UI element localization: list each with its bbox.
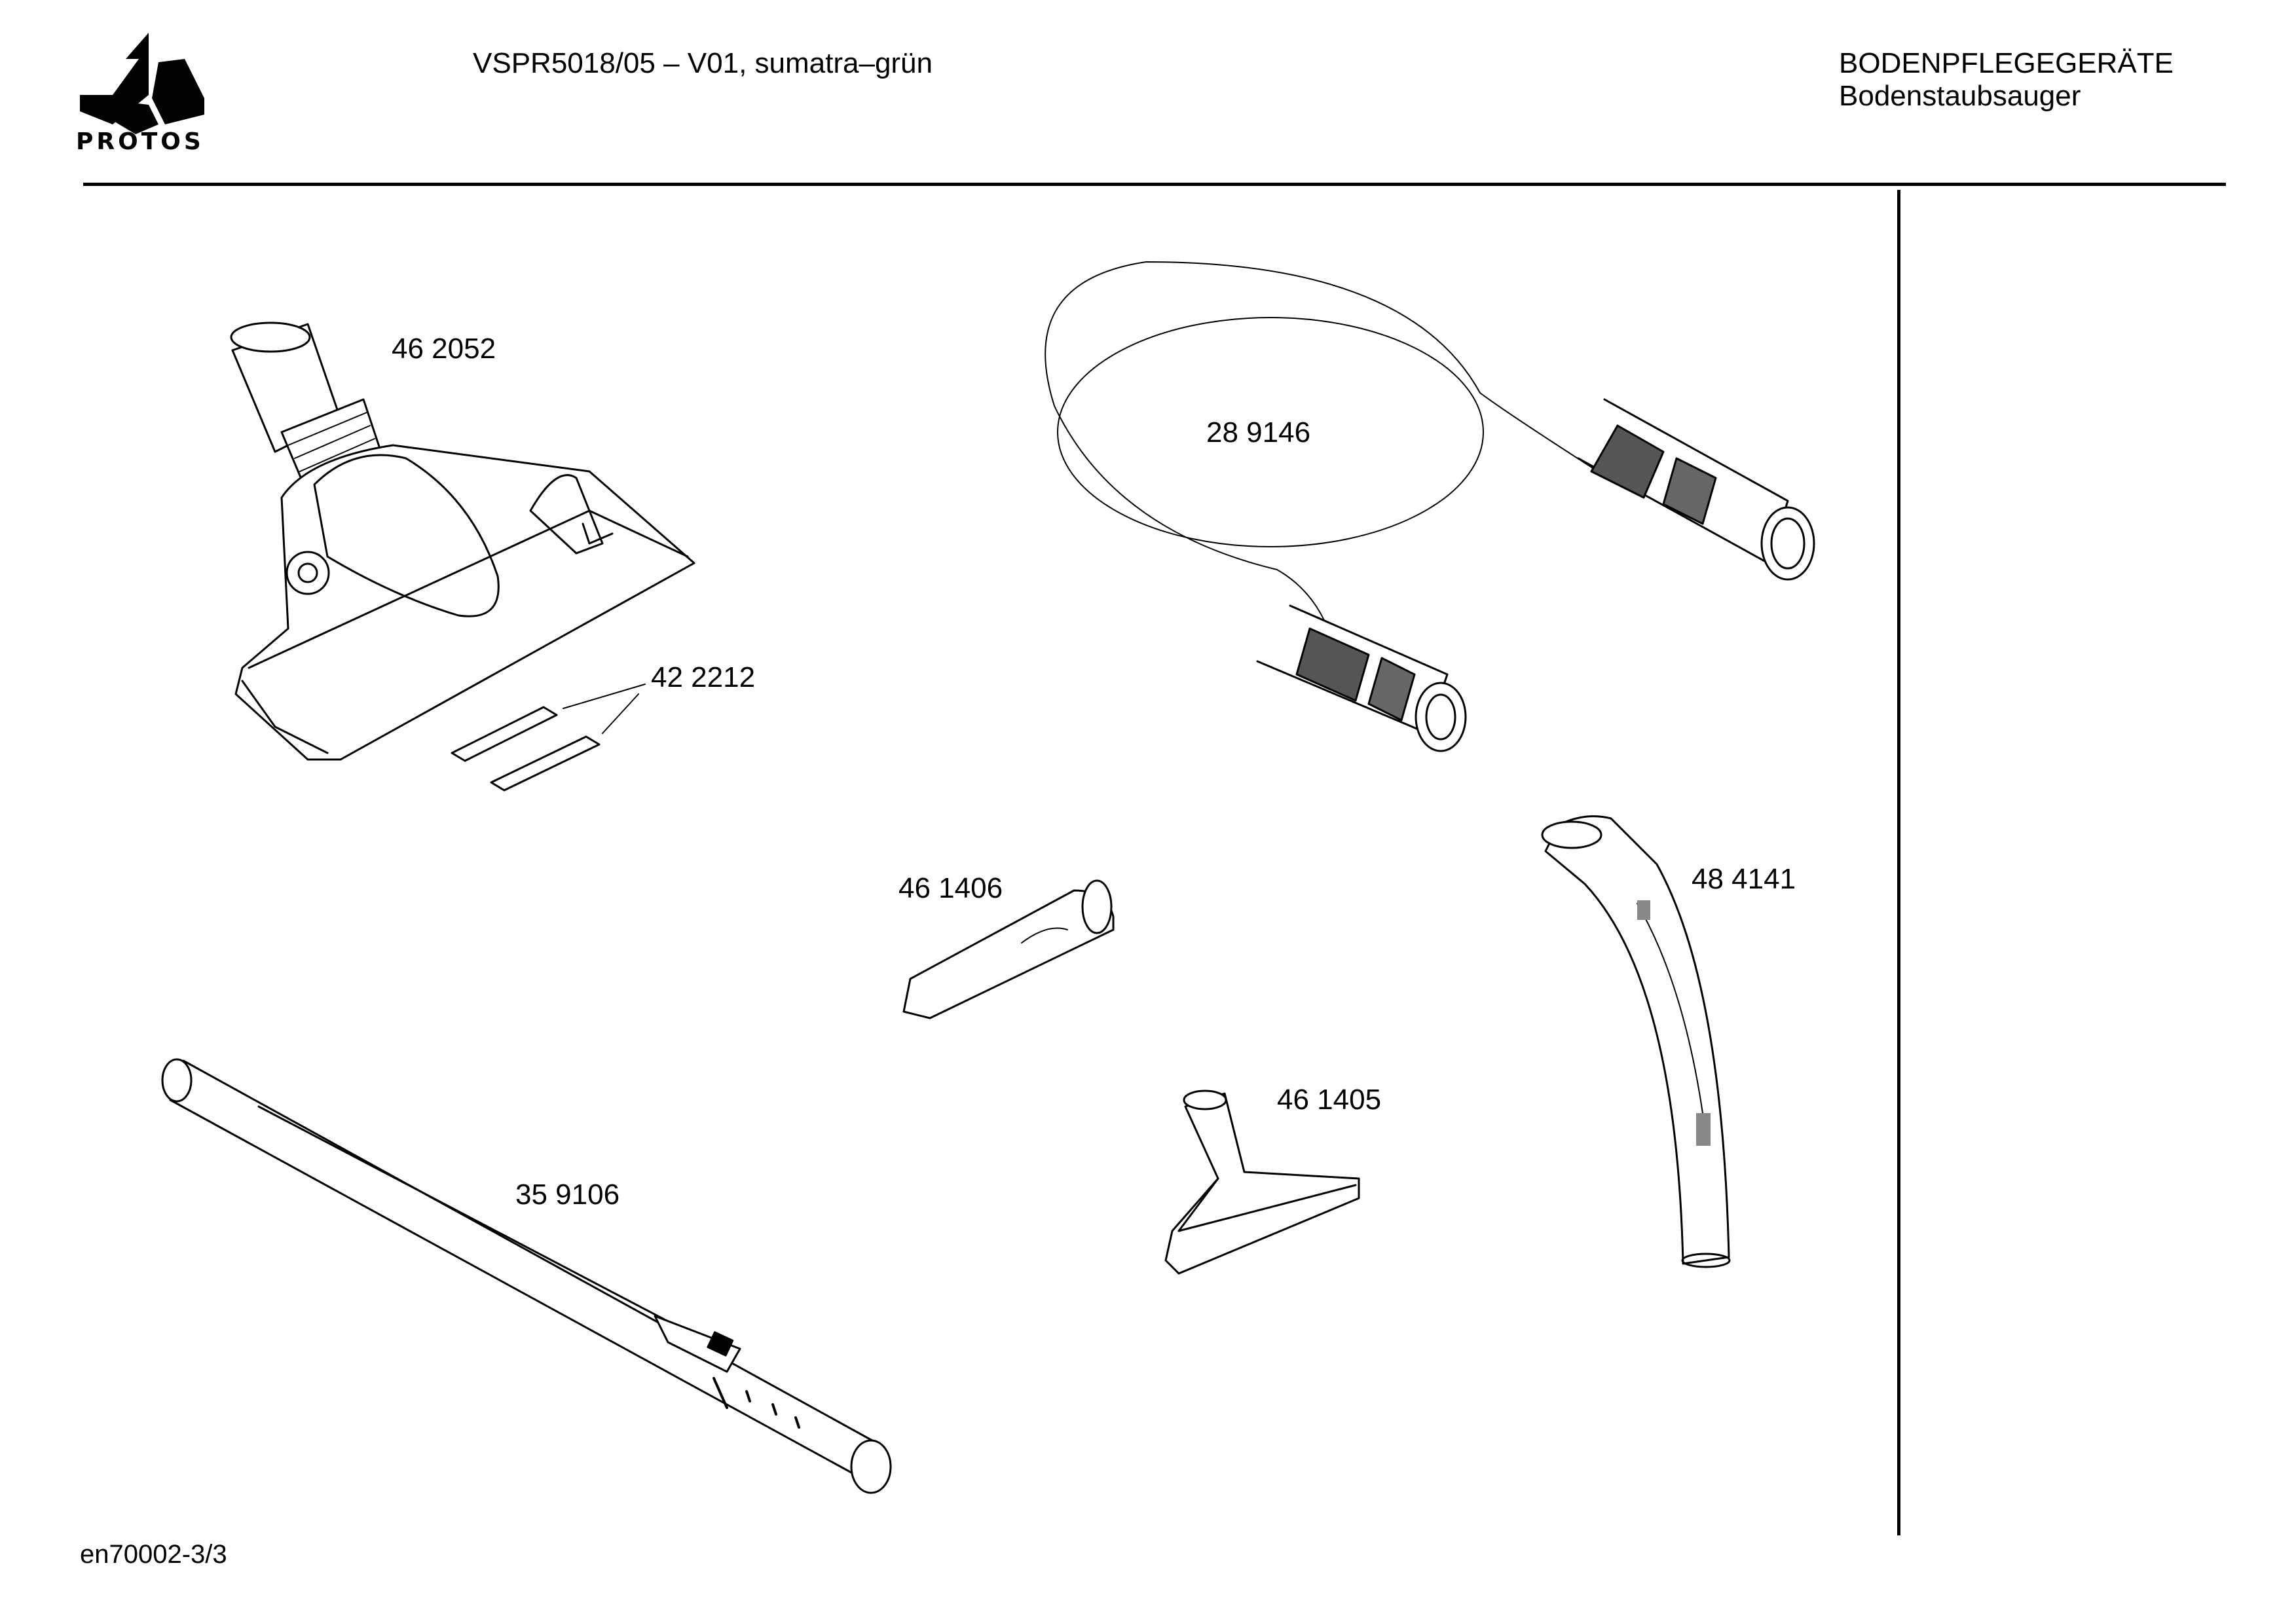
part-label-crevice-tool: 46 1406 bbox=[898, 872, 1003, 904]
handle-drawing bbox=[1541, 815, 1731, 1268]
category-title: BODENPFLEGEGERÄTE bbox=[1839, 47, 2174, 79]
hose-drawing bbox=[1045, 261, 1815, 752]
part-label-strips: 42 2212 bbox=[651, 661, 756, 693]
page-reference: en70002-3/3 bbox=[80, 1540, 227, 1569]
pad-strips-drawing bbox=[451, 684, 646, 792]
part-label-floor-nozzle: 46 2052 bbox=[392, 333, 496, 365]
brand-name: PROTOS bbox=[76, 128, 204, 155]
upholstery-tool-drawing bbox=[1164, 1090, 1360, 1275]
protos-logo-icon bbox=[80, 33, 204, 134]
part-label-hose: 28 9146 bbox=[1206, 416, 1311, 449]
telescopic-tube-drawing bbox=[161, 1058, 892, 1494]
subcategory-title: Bodenstaubsauger bbox=[1839, 80, 2081, 112]
header-divider bbox=[83, 183, 2226, 186]
part-label-upholstery-tool: 46 1405 bbox=[1277, 1084, 1382, 1116]
part-label-tube: 35 9106 bbox=[515, 1179, 620, 1211]
floor-nozzle-drawing bbox=[230, 321, 695, 761]
part-label-handle: 48 4141 bbox=[1692, 863, 1796, 895]
model-title: VSPR5018/05 – V01, sumatra–grün bbox=[473, 47, 933, 79]
right-margin-divider bbox=[1897, 190, 1900, 1535]
crevice-tool-drawing bbox=[902, 879, 1115, 1019]
